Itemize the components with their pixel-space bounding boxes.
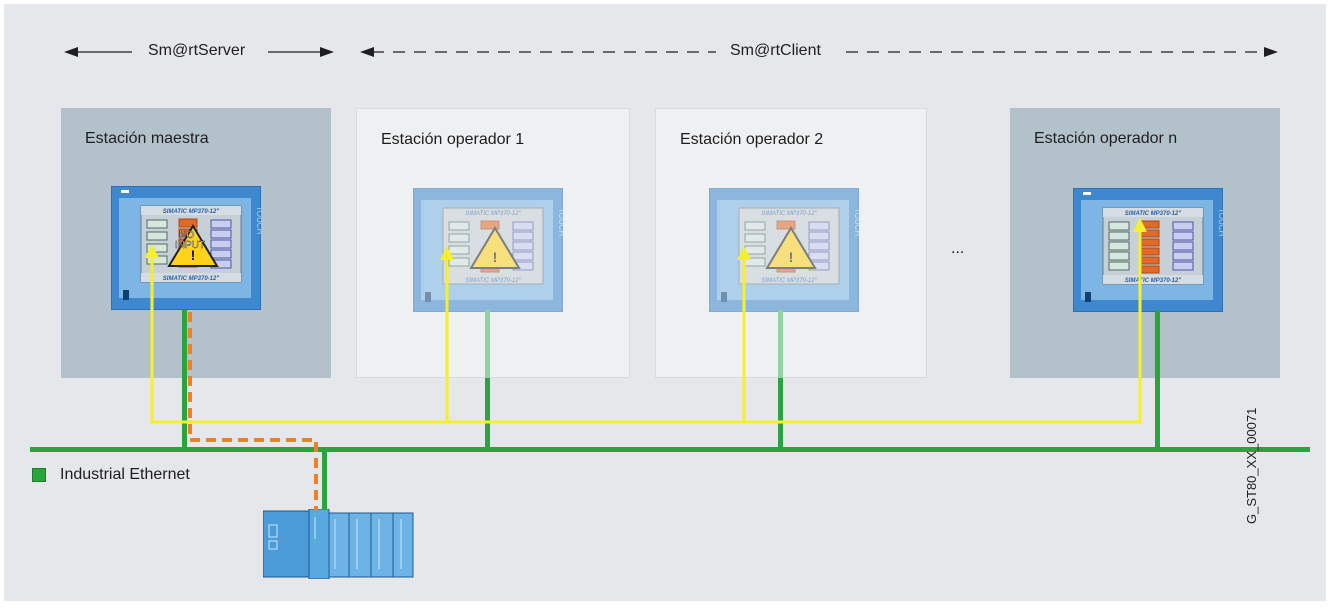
station-title: Estación maestra [85, 130, 209, 147]
touch-panel-icon: SIMATIC MP370-12" SIMATIC MP370-12" TOUC… [1073, 188, 1223, 312]
smartserver-label: Sm@rtServer [148, 42, 246, 59]
station-title: Estación operador n [1034, 130, 1178, 147]
station-title: Estación operador 1 [381, 131, 525, 148]
svg-text:!: ! [789, 249, 794, 265]
svg-text:SIMATIC MP370-12": SIMATIC MP370-12" [163, 276, 220, 282]
svg-text:SIMATIC MP370-12": SIMATIC MP370-12" [163, 209, 220, 215]
document-id: G_ST80_XX_00071 [1244, 407, 1259, 524]
legend-label: Industrial Ethernet [60, 466, 190, 483]
touch-panel-icon: SIMATIC MP370-12" SIMATIC MP370-12" ! TO… [413, 188, 563, 312]
svg-text:!: ! [493, 249, 498, 265]
svg-text:TOUCH: TOUCH [1217, 208, 1223, 237]
svg-text:SIMATIC MP370-12": SIMATIC MP370-12" [761, 278, 817, 284]
touch-panel-icon: SIMATIC MP370-12" SIMATIC MP370-12" ! NO… [111, 186, 261, 310]
svg-text:SIMATIC MP370-12": SIMATIC MP370-12" [465, 211, 521, 217]
svg-text:TOUCH: TOUCH [853, 208, 859, 237]
svg-text:SIMATIC MP370-12": SIMATIC MP370-12" [1125, 211, 1182, 217]
svg-text:SIMATIC MP370-12": SIMATIC MP370-12" [465, 278, 521, 284]
svg-text:SIMATIC MP370-12": SIMATIC MP370-12" [761, 211, 817, 217]
plc-controller-icon [262, 508, 415, 580]
smartclient-label: Sm@rtClient [730, 42, 821, 59]
diagram-canvas: Sm@rtServer Sm@rtClient Estación maestra… [4, 4, 1326, 601]
ethernet-legend-swatch [32, 468, 46, 482]
more-stations-ellipsis: ... [951, 240, 965, 257]
svg-text:SIMATIC MP370-12": SIMATIC MP370-12" [1125, 278, 1182, 284]
svg-text:TOUCH: TOUCH [255, 206, 261, 235]
svg-text:TOUCH: TOUCH [557, 208, 563, 237]
touch-panel-icon: SIMATIC MP370-12" SIMATIC MP370-12" ! TO… [709, 188, 859, 312]
station-title: Estación operador 2 [680, 131, 824, 148]
svg-text:INPUT: INPUT [175, 240, 205, 251]
